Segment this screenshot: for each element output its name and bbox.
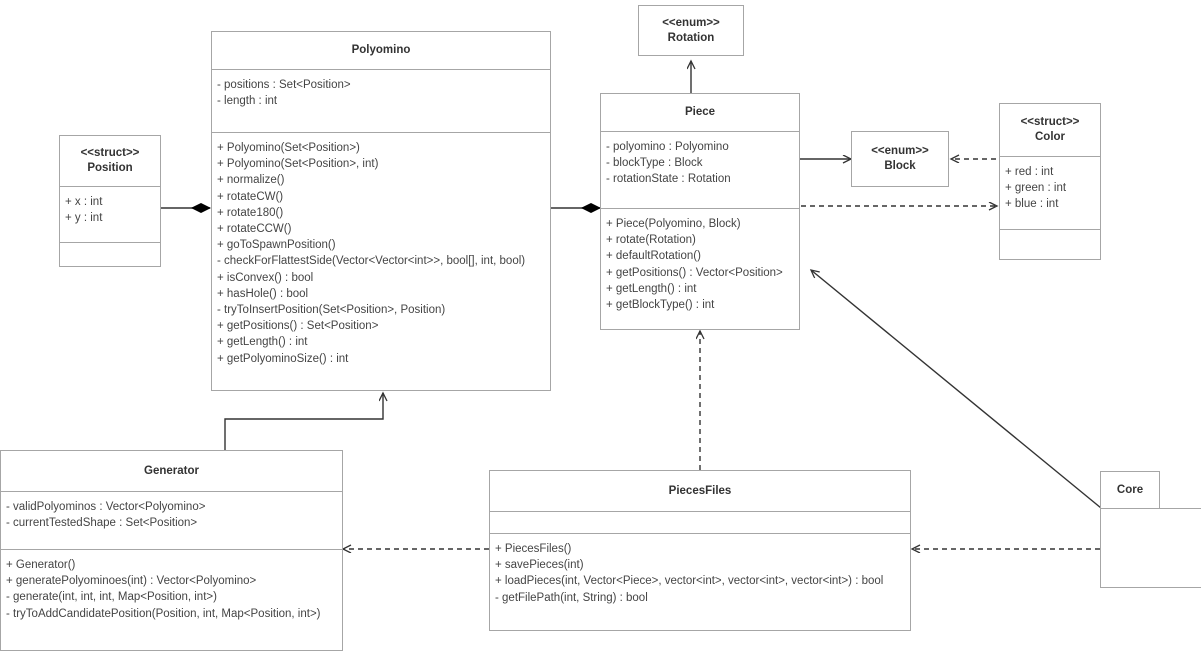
class-title-position: <<struct>> Position xyxy=(60,136,160,186)
class-name-generator: Generator xyxy=(144,464,199,477)
class-name-core: Core xyxy=(1116,483,1144,496)
class-name-piece: Piece xyxy=(684,106,716,118)
class-title-piece: Piece xyxy=(601,94,799,131)
method-row: + PiecesFiles() xyxy=(495,543,572,555)
class-title-polyomino: Polyomino xyxy=(212,32,550,69)
class-stereotype-color: <<struct>> xyxy=(1020,116,1080,128)
class-title-core: Core xyxy=(1101,472,1159,508)
class-attributes-position: + x : int + y : int xyxy=(60,186,160,242)
attribute-row: - length : int xyxy=(217,95,278,108)
class-box-piecesfiles[interactable]: PiecesFiles + PiecesFiles() + savePieces… xyxy=(489,470,911,631)
class-attributes-piecesfiles xyxy=(490,511,910,533)
method-row: + Piece(Polyomino, Block) xyxy=(606,218,741,230)
attribute-row: - blockType : Block xyxy=(606,157,703,170)
method-row: + getBlockType() : int xyxy=(606,299,715,312)
class-title-block: <<enum>> Block xyxy=(852,132,948,186)
method-row: + rotateCW() xyxy=(217,190,284,203)
method-row: - tryToAddCandidatePosition(Position, in… xyxy=(6,607,321,620)
class-methods-position xyxy=(60,242,160,266)
class-methods-polyomino: + Polyomino(Set<Position>) + Polyomino(S… xyxy=(212,132,550,390)
method-row: + getPositions() : Vector<Position> xyxy=(606,266,783,279)
class-methods-generator: + Generator() + generatePolyominoes(int)… xyxy=(1,549,342,652)
class-stereotype-position: <<struct>> xyxy=(80,147,140,159)
class-box-block[interactable]: <<enum>> Block xyxy=(851,131,949,187)
class-name-piecesfiles: PiecesFiles xyxy=(668,484,732,497)
method-row: + getPositions() : Set<Position> xyxy=(217,320,379,333)
class-attributes-generator: - validPolyominos : Vector<Polyomino> - … xyxy=(1,491,342,549)
method-row: + generatePolyominoes(int) : Vector<Poly… xyxy=(6,575,257,588)
method-row: + rotate(Rotation) xyxy=(606,234,696,247)
class-name-polyomino: Polyomino xyxy=(351,44,411,56)
class-stereotype-block: <<enum>> xyxy=(871,145,929,157)
class-box-piece[interactable]: Piece - polyomino : Polyomino - blockTyp… xyxy=(600,93,800,330)
method-row: + getLength() : int xyxy=(606,282,697,295)
method-row: - tryToInsertPosition(Set<Position>, Pos… xyxy=(217,304,446,317)
class-box-core-title[interactable]: Core xyxy=(1100,471,1160,509)
class-methods-piece: + Piece(Polyomino, Block) + rotate(Rotat… xyxy=(601,208,799,329)
class-attributes-piece: - polyomino : Polyomino - blockType : Bl… xyxy=(601,131,799,208)
method-row: + rotate180() xyxy=(217,206,284,219)
method-row: + goToSpawnPosition() xyxy=(217,239,336,252)
method-row: + Polyomino(Set<Position>, int) xyxy=(217,158,379,171)
class-box-polyomino[interactable]: Polyomino - positions : Set<Position> - … xyxy=(211,31,551,391)
class-title-piecesfiles: PiecesFiles xyxy=(490,471,910,511)
attribute-row: + y : int xyxy=(65,212,103,225)
class-box-color[interactable]: <<struct>> Color + red : int + green : i… xyxy=(999,103,1101,260)
attribute-row: - positions : Set<Position> xyxy=(217,79,351,91)
class-name-position: Position xyxy=(87,162,133,174)
method-row: - checkForFlattestSide(Vector<Vector<int… xyxy=(217,255,526,268)
attribute-row: - currentTestedShape : Set<Position> xyxy=(6,517,198,530)
method-row: - getFilePath(int, String) : bool xyxy=(495,591,648,604)
method-row: + normalize() xyxy=(217,174,285,187)
class-attributes-polyomino: - positions : Set<Position> - length : i… xyxy=(212,69,550,132)
class-title-color: <<struct>> Color xyxy=(1000,104,1100,156)
attribute-row: - polyomino : Polyomino xyxy=(606,141,729,153)
attribute-row: + red : int xyxy=(1005,166,1054,178)
method-row: + getLength() : int xyxy=(217,336,308,349)
class-box-core-body[interactable] xyxy=(1100,508,1201,588)
edge-generator-polyomino xyxy=(224,393,383,450)
attribute-row: + blue : int xyxy=(1005,198,1059,211)
method-row: + savePieces(int) xyxy=(495,559,584,572)
method-row: + rotateCCW() xyxy=(217,223,292,236)
attribute-row: - validPolyominos : Vector<Polyomino> xyxy=(6,501,206,513)
attribute-row: + green : int xyxy=(1005,182,1067,195)
class-stereotype-rotation: <<enum>> xyxy=(662,16,720,29)
class-box-generator[interactable]: Generator - validPolyominos : Vector<Pol… xyxy=(0,450,343,651)
method-row: + defaultRotation() xyxy=(606,250,701,263)
class-name-rotation: Rotation xyxy=(667,31,715,44)
class-box-position[interactable]: <<struct>> Position + x : int + y : int xyxy=(59,135,161,267)
class-title-rotation: <<enum>> Rotation xyxy=(639,6,743,55)
method-row: + isConvex() : bool xyxy=(217,271,314,284)
class-methods-color xyxy=(1000,229,1100,259)
class-title-generator: Generator xyxy=(1,451,342,491)
class-methods-piecesfiles: + PiecesFiles() + savePieces(int) + load… xyxy=(490,533,910,630)
class-name-color: Color xyxy=(1034,131,1066,143)
class-box-rotation[interactable]: <<enum>> Rotation xyxy=(638,5,744,56)
method-row: - generate(int, int, int, Map<Position, … xyxy=(6,591,217,604)
method-row: + Generator() xyxy=(6,559,76,571)
attribute-row: - rotationState : Rotation xyxy=(606,173,731,186)
method-row: + Polyomino(Set<Position>) xyxy=(217,142,360,154)
class-attributes-color: + red : int + green : int + blue : int xyxy=(1000,156,1100,229)
method-row: + loadPieces(int, Vector<Piece>, vector<… xyxy=(495,575,884,588)
class-name-block: Block xyxy=(884,160,916,172)
method-row: + hasHole() : bool xyxy=(217,287,309,300)
attribute-row: + x : int xyxy=(65,196,103,208)
method-row: + getPolyominoSize() : int xyxy=(217,352,349,365)
